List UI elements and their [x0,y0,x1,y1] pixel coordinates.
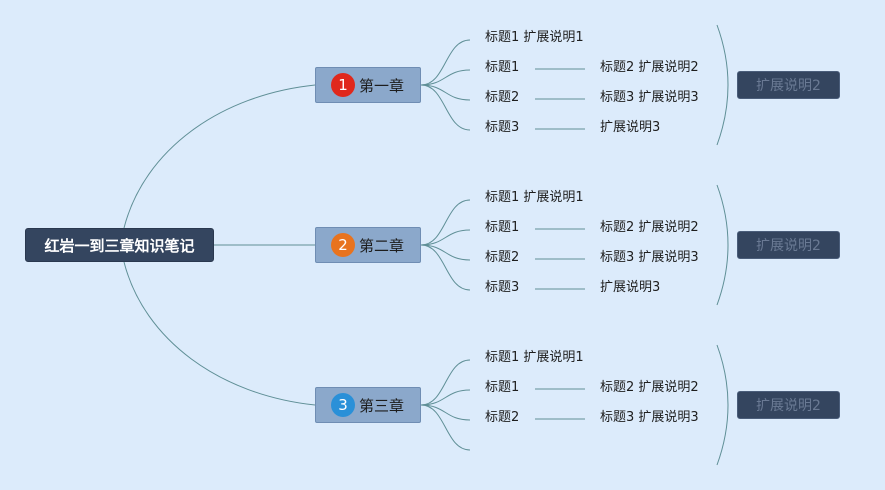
summary-node[interactable]: 扩展说明2 [737,231,840,259]
topic-item[interactable]: 标题3 [485,120,520,135]
number-badge-icon: 3 [331,393,355,417]
number-badge-icon: 1 [331,73,355,97]
subtopic-item[interactable]: 扩展说明3 [600,280,661,295]
subtopic-item[interactable]: 标题2 扩展说明2 [600,60,699,75]
root-link-3 [123,261,316,406]
topic-item[interactable]: 标题1 [485,380,520,395]
topic-item[interactable]: 标题2 [485,250,520,265]
subtopic-item[interactable]: 扩展说明3 [600,120,661,135]
summary-label: 扩展说明2 [756,398,821,414]
topic-item[interactable]: 标题2 [485,90,520,105]
topic-item[interactable]: 标题1 扩展说明1 [485,30,584,45]
chapter-3-branch-3 [420,404,471,421]
chapter-1-branch-3 [420,84,471,101]
topic-item[interactable]: 标题3 [485,280,520,295]
chapter-label: 第二章 [359,236,405,255]
chapter-2-branch-3 [420,244,471,261]
number-badge-icon: 2 [331,233,355,257]
summary-node[interactable]: 扩展说明2 [737,391,840,419]
chapter-3-summary-bracket [716,344,729,466]
subtopic-item[interactable]: 标题3 扩展说明3 [600,90,699,105]
subtopic-item[interactable]: 标题2 扩展说明2 [600,380,699,395]
root-link-1 [123,84,316,229]
subtopic-item[interactable]: 标题3 扩展说明3 [600,250,699,265]
topic-item[interactable]: 标题1 扩展说明1 [485,190,584,205]
chapter-2-branch-4 [420,244,471,291]
chapter-2-branch-2 [420,229,471,246]
subtopic-item[interactable]: 标题3 扩展说明3 [600,410,699,425]
chapter-3-branch-1 [420,359,471,406]
root-label: 红岩一到三章知识笔记 [44,236,195,255]
summary-label: 扩展说明2 [756,238,821,254]
chapter-1-summary-bracket [716,24,729,146]
chapter-3-branch-4 [420,404,471,451]
chapter-2-summary-bracket [716,184,729,306]
summary-node[interactable]: 扩展说明2 [737,71,840,99]
chapter-label: 第一章 [359,76,405,95]
topic-item[interactable]: 标题1 扩展说明1 [485,350,584,365]
topic-item[interactable]: 标题1 [485,60,520,75]
topic-item[interactable]: 标题1 [485,220,520,235]
chapter-1-branch-1 [420,39,471,86]
root-node[interactable]: 红岩一到三章知识笔记 [25,228,214,262]
chapter-3-branch-2 [420,389,471,406]
chapter-1-branch-2 [420,69,471,86]
summary-label: 扩展说明2 [756,78,821,94]
chapter-1-branch-4 [420,84,471,131]
chapter-label: 第三章 [359,396,405,415]
chapter-2-branch-1 [420,199,471,246]
topic-item[interactable]: 标题2 [485,410,520,425]
subtopic-item[interactable]: 标题2 扩展说明2 [600,220,699,235]
